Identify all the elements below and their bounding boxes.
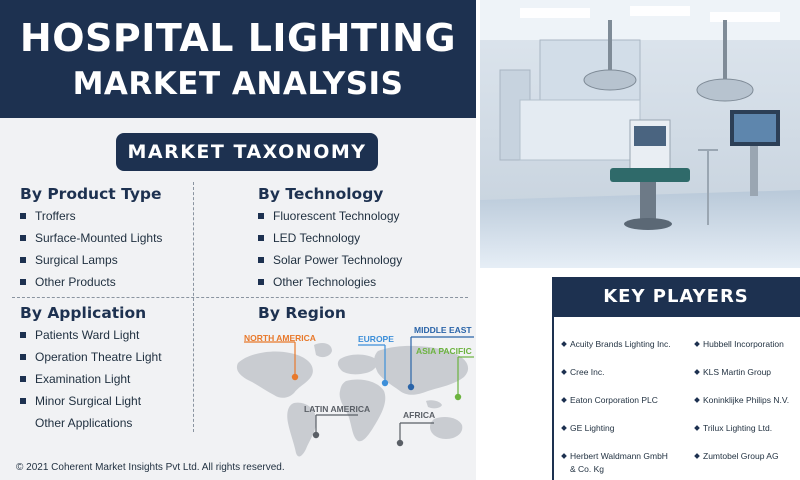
bullet-diamond-icon	[694, 396, 700, 403]
list-item: Operation Theatre Light	[20, 346, 162, 368]
latin-america-label: LATIN AMERICA	[304, 404, 371, 414]
key-player-item: Zumtobel Group AG	[694, 450, 779, 462]
market-taxonomy-badge: MARKET TAXONOMY	[116, 133, 378, 171]
key-player-item: GE Lighting	[561, 422, 614, 434]
technology-title: By Technology	[258, 185, 384, 203]
title-banner: HOSPITAL LIGHTING MARKET ANALYSIS	[0, 0, 476, 118]
list-item: Surgical Lamps	[20, 249, 162, 271]
key-player-item: Acuity Brands Lighting Inc.	[561, 338, 671, 350]
asia-pacific-label: ASIA PACIFIC	[416, 346, 472, 356]
taxonomy-panel	[0, 118, 476, 480]
vertical-divider	[193, 182, 194, 432]
bullet-diamond-icon	[694, 368, 700, 375]
product-type-list: Troffers Surface-Mounted Lights Surgical…	[20, 205, 162, 293]
bullet-diamond-icon	[561, 424, 567, 431]
bullet-square-icon	[258, 257, 264, 263]
africa-label: AFRICA	[403, 410, 436, 420]
list-item: Surface-Mounted Lights	[20, 227, 162, 249]
bullet-diamond-icon	[694, 452, 700, 459]
bullet-square-icon	[258, 213, 264, 219]
key-player-item: Trilux Lighting Ltd.	[694, 422, 772, 434]
list-item: Minor Surgical Light	[20, 390, 162, 412]
key-player-item: KLS Martin Group	[694, 366, 771, 378]
list-item: LED Technology	[258, 227, 402, 249]
copyright-text: © 2021 Coherent Market Insights Pvt Ltd.…	[16, 462, 285, 473]
europe-label: EUROPE	[358, 334, 394, 344]
list-item: Troffers	[20, 205, 162, 227]
key-player-item: Koninklijke Philips N.V.	[694, 394, 789, 406]
application-title: By Application	[20, 304, 147, 322]
bullet-square-icon	[20, 279, 26, 285]
bullet-square-icon	[20, 398, 26, 404]
horizontal-divider	[12, 297, 468, 298]
bullet-diamond-icon	[561, 452, 567, 459]
bullet-square-icon	[20, 213, 26, 219]
list-item: Other Technologies	[258, 271, 402, 293]
bullet-square-icon	[20, 354, 26, 360]
bullet-diamond-icon	[694, 340, 700, 347]
bullet-square-icon	[258, 279, 264, 285]
title-line-2: MARKET ANALYSIS	[72, 66, 404, 102]
list-item: Patients Ward Light	[20, 324, 162, 346]
bullet-diamond-icon	[561, 368, 567, 375]
key-player-item: Herbert Waldmann GmbH	[561, 450, 668, 462]
list-item: Examination Light	[20, 368, 162, 390]
key-player-item: Cree Inc.	[561, 366, 605, 378]
middle-east-label: MIDDLE EAST	[414, 325, 472, 335]
bullet-square-icon	[20, 235, 26, 241]
bullet-diamond-icon	[561, 340, 567, 347]
list-item: Other Products	[20, 271, 162, 293]
key-player-item: Hubbell Incorporation	[694, 338, 784, 350]
operating-room-image	[480, 0, 800, 268]
technology-list: Fluorescent Technology LED Technology So…	[258, 205, 402, 293]
title-line-1: HOSPITAL LIGHTING	[19, 16, 457, 60]
bullet-square-icon	[20, 257, 26, 263]
bullet-square-icon	[20, 332, 26, 338]
list-item: Fluorescent Technology	[258, 205, 402, 227]
key-player-item: Eaton Corporation PLC	[561, 394, 658, 406]
bullet-square-icon	[20, 376, 26, 382]
bullet-square-icon	[258, 235, 264, 241]
north-america-label: NORTH AMERICA	[244, 333, 316, 343]
bullet-diamond-icon	[694, 424, 700, 431]
list-item: Other Applications	[35, 416, 133, 430]
bullet-diamond-icon	[561, 396, 567, 403]
key-players-header: KEY PLAYERS	[552, 277, 800, 317]
application-list: Patients Ward Light Operation Theatre Li…	[20, 324, 162, 434]
product-type-title: By Product Type	[20, 185, 162, 203]
key-player-item-continued: & Co. Kg	[570, 464, 605, 474]
world-map-icon	[236, 336, 474, 457]
list-item: Solar Power Technology	[258, 249, 402, 271]
key-players-panel	[552, 317, 800, 480]
region-title: By Region	[258, 304, 346, 322]
